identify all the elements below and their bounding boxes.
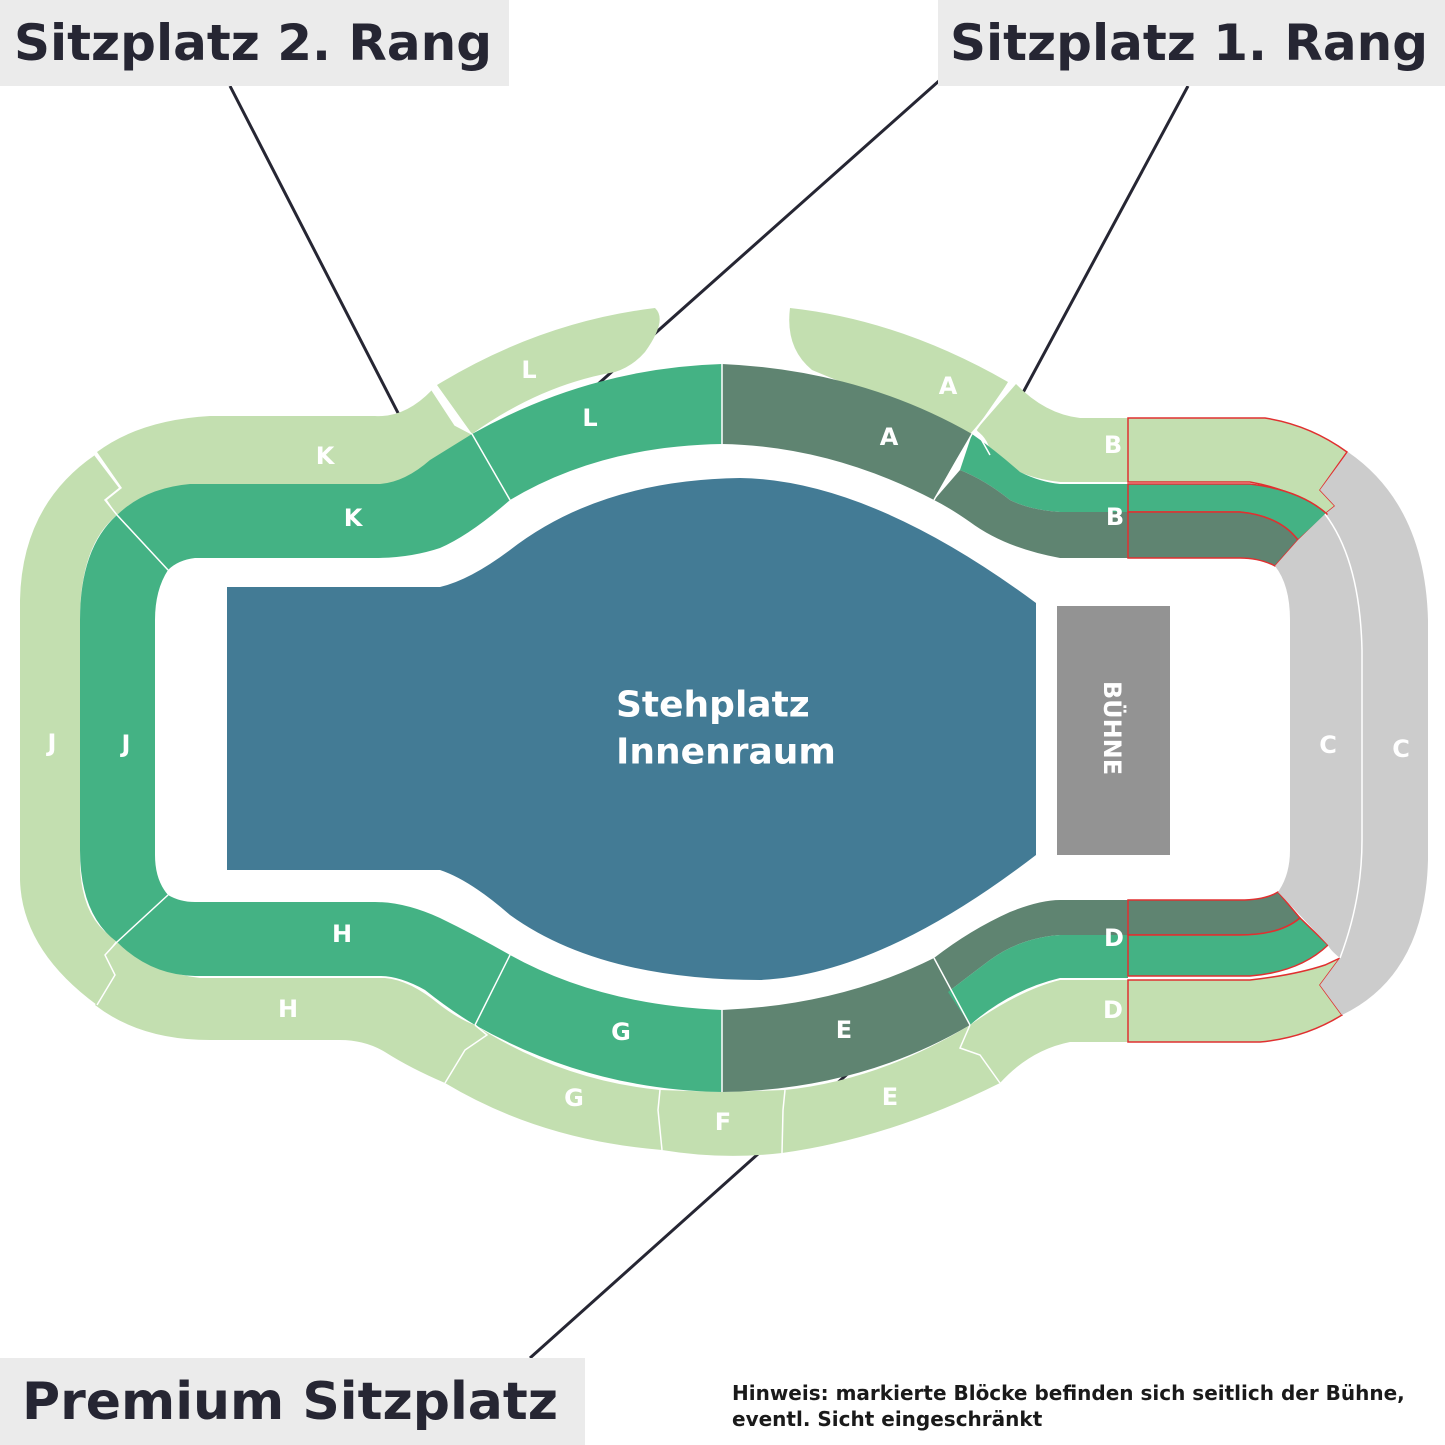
block-label-A-outer: A (939, 372, 958, 400)
separator-A-B-inner (933, 433, 973, 501)
block-C-outer[interactable] (1320, 452, 1428, 1015)
separator-F-E-outer (781, 1089, 786, 1154)
block-J-outer[interactable] (20, 455, 120, 1005)
block-label-C-outer: C (1392, 735, 1410, 763)
floor-label-line1: Stehplatz (616, 685, 810, 726)
separator-J-H-outer (96, 941, 118, 1006)
block-K-outer[interactable] (97, 390, 472, 515)
callout-first-tier-text: Sitzplatz 1. Rang (950, 14, 1429, 72)
callout-premium-text: Premium Sitzplatz (22, 1371, 558, 1432)
callout-premium: Premium Sitzplatz (0, 1358, 585, 1445)
block-label-K-inner: K (344, 504, 364, 532)
block-A-outer[interactable] (789, 308, 1008, 434)
separator-A-B-outer (975, 383, 1009, 456)
separator-H-G-outer (444, 1024, 489, 1084)
block-label-A-inner: A (880, 423, 899, 451)
restricted-view-hint: Hinweis: markierte Blöcke befinden sich … (732, 1380, 1437, 1432)
hint-line-1: Hinweis: markierte Blöcke befinden sich … (732, 1381, 1405, 1405)
floor-standing-area[interactable] (227, 478, 1036, 980)
block-B-inner-premium[interactable] (934, 470, 1128, 558)
block-H-outer[interactable] (95, 942, 487, 1083)
separator-G-F-outer (657, 1089, 663, 1151)
separator-K-J-outer (94, 454, 122, 516)
block-label-B-outer: B (1104, 431, 1122, 459)
separator-E-D-inner (933, 957, 971, 1026)
block-B-inner-first[interactable] (960, 434, 1128, 512)
separator-K-L-inner (471, 433, 511, 501)
block-label-L-outer: L (521, 356, 536, 384)
block-label-E-outer: E (882, 1083, 898, 1111)
callout-second-tier-text: Sitzplatz 2. Rang (14, 14, 493, 72)
block-D-inner-premium[interactable] (934, 900, 1128, 992)
separator-E-D-outer (958, 1024, 1001, 1084)
callout-second-tier: Sitzplatz 2. Rang (0, 0, 509, 86)
block-label-C-inner: C (1319, 731, 1337, 759)
block-label-J-inner: J (120, 730, 131, 758)
block-E-inner[interactable] (722, 958, 970, 1092)
leader-line-second-tier (228, 85, 417, 447)
block-label-D-inner: D (1104, 924, 1124, 952)
callout-first-tier: Sitzplatz 1. Rang (938, 0, 1445, 86)
block-label-J-outer: J (46, 729, 57, 757)
separator-J-H-inner (116, 894, 169, 943)
hint-line-2: eventl. Sicht eingeschränkt (732, 1407, 1043, 1431)
block-L-inner[interactable] (472, 364, 722, 500)
block-D-outer[interactable] (960, 980, 1128, 1083)
separator-C-ring (1324, 513, 1363, 959)
block-label-G-outer: G (564, 1084, 584, 1112)
stage-label: BÜHNE (1098, 681, 1128, 775)
separator-K-J-inner (116, 514, 169, 571)
floor-label-line2: Innenraum (616, 732, 836, 773)
block-label-D-outer: D (1103, 996, 1123, 1024)
separator-H-G-inner (474, 954, 511, 1026)
block-D-inner-restricted-first[interactable] (1127, 916, 1330, 977)
block-F-outer[interactable] (658, 1090, 785, 1156)
block-label-H-inner: H (332, 920, 352, 948)
separator-K-L-outer (431, 389, 473, 435)
block-B-inner-restricted-premium[interactable] (1127, 511, 1299, 567)
block-label-K-outer: K (316, 442, 336, 470)
block-label-G-inner: G (611, 1018, 631, 1046)
block-B-outer[interactable] (976, 384, 1128, 482)
block-G-outer[interactable] (445, 1025, 662, 1150)
block-label-F-outer: F (715, 1108, 731, 1136)
block-G-inner[interactable] (475, 955, 722, 1092)
block-label-L-inner: L (582, 404, 597, 432)
stage (1057, 606, 1170, 855)
block-D-inner-first[interactable] (948, 935, 1128, 1025)
block-J-inner[interactable] (80, 515, 168, 942)
block-D-inner-restricted-premium[interactable] (1127, 891, 1302, 936)
block-A-inner[interactable] (722, 364, 972, 500)
block-E-outer[interactable] (782, 1025, 1000, 1153)
block-label-E-inner: E (836, 1016, 852, 1044)
block-C-inner[interactable] (1275, 514, 1362, 958)
block-label-B-inner: B (1106, 503, 1124, 531)
block-label-H-outer: H (278, 995, 298, 1023)
block-L-outer[interactable] (437, 308, 660, 434)
block-K-inner[interactable] (117, 434, 510, 570)
block-H-inner[interactable] (117, 895, 510, 1025)
